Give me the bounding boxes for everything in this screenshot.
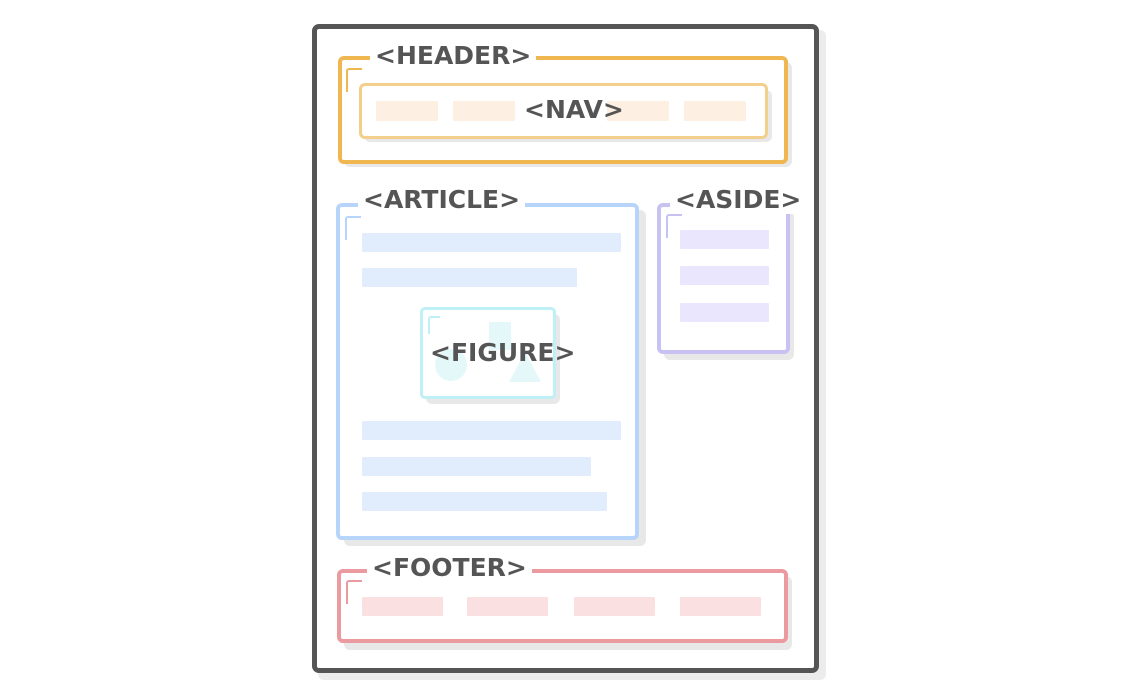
header-label: <HEADER> xyxy=(370,42,537,70)
article-label: <ARTICLE> xyxy=(358,186,526,214)
nav-item-placeholder xyxy=(607,101,669,121)
footer-item-placeholder xyxy=(467,597,548,616)
aside-corner-mark xyxy=(666,214,682,238)
footer-item-placeholder xyxy=(574,597,655,616)
footer-corner-mark xyxy=(346,580,362,604)
article-text-line xyxy=(362,457,591,476)
footer-label: <FOOTER> xyxy=(367,554,532,582)
nav-item-placeholder xyxy=(684,101,746,121)
footer-item-placeholder xyxy=(680,597,761,616)
article-text-line xyxy=(362,268,577,287)
aside-item-placeholder xyxy=(680,230,769,249)
article-text-line xyxy=(362,492,607,511)
figure-label: <FIGURE> xyxy=(430,338,576,367)
nav-label: <NAV> xyxy=(524,95,624,124)
nav-item-placeholder xyxy=(453,101,515,121)
nav-item-placeholder xyxy=(376,101,438,121)
figure-corner-mark xyxy=(428,316,440,334)
article-corner-mark xyxy=(345,216,361,240)
footer-item-placeholder xyxy=(362,597,443,616)
aside-item-placeholder xyxy=(680,266,769,285)
aside-label: <ASIDE> xyxy=(670,186,807,214)
header-corner-mark xyxy=(346,68,362,92)
figure-shapes-icon xyxy=(435,322,541,382)
article-text-line xyxy=(362,421,621,440)
aside-item-placeholder xyxy=(680,303,769,322)
article-text-line xyxy=(362,233,621,252)
